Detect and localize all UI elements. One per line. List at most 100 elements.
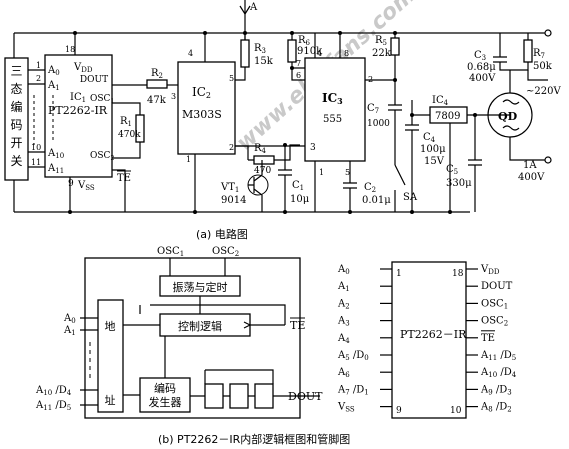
pinout-part-label: PT2262－IR bbox=[400, 328, 467, 341]
ic3-pin1-number: 1 bbox=[319, 168, 324, 177]
pinout-left-pin: VSS bbox=[337, 402, 392, 414]
ic2-pin5-number: 5 bbox=[229, 74, 234, 83]
c7-label: C7 bbox=[367, 103, 379, 115]
pinout-left-pin: A2 bbox=[337, 298, 392, 310]
svg-text:A11 /D5: A11 /D5 bbox=[480, 350, 516, 362]
svg-text:TE: TE bbox=[481, 333, 495, 344]
ic4-7809 bbox=[429, 106, 468, 124]
output-gates bbox=[190, 369, 320, 409]
junction-dots bbox=[68, 31, 477, 214]
block-address-inputs: A0 A1 A10 /D4 A11 /D5 bbox=[35, 313, 98, 412]
te-wire bbox=[112, 169, 126, 212]
c7-capacitor bbox=[388, 80, 402, 165]
ic2-pin2-number: 2 bbox=[229, 143, 234, 152]
r6-label: R6 bbox=[298, 35, 311, 47]
c4-voltage: 15V bbox=[424, 156, 445, 167]
triac-voltage: 400V bbox=[518, 172, 545, 183]
svg-text:A1: A1 bbox=[337, 281, 350, 293]
caption-a: (a) 电路图 bbox=[196, 228, 248, 241]
r5-resistor bbox=[390, 37, 400, 56]
switch-to-ic1-wires bbox=[28, 69, 45, 168]
circuit-schematic: 三 态 编 码 开 关 1 2 10 11 18 VDD A0 A1 A10 A… bbox=[4, 0, 561, 214]
svg-text:三: 三 bbox=[10, 64, 22, 78]
c4-value: 100μ bbox=[420, 144, 446, 155]
r1-value: 470k bbox=[118, 130, 141, 140]
pinout-left-pin: A3 bbox=[337, 316, 392, 328]
ic3-pin6-number: 6 bbox=[296, 71, 301, 80]
r4-resistor bbox=[253, 155, 275, 165]
ic1-te-label: TE bbox=[117, 173, 131, 184]
c1-capacitor bbox=[278, 145, 292, 212]
svg-text:A8 /D2: A8 /D2 bbox=[480, 402, 512, 414]
c3-capacitor bbox=[493, 56, 507, 63]
antenna-label: A bbox=[249, 2, 258, 13]
ic1-a0-label: A0 bbox=[47, 65, 60, 77]
pinout-pin1-number: 1 bbox=[396, 269, 402, 279]
control-logic-label: 控制逻辑 bbox=[178, 319, 222, 333]
c4-label: C4 bbox=[423, 132, 436, 144]
pinout-right-pin: A9 /D3 bbox=[466, 384, 512, 396]
svg-text:A6: A6 bbox=[337, 367, 350, 379]
c2-label: C2 bbox=[364, 182, 376, 194]
ic1-pt2262 bbox=[44, 54, 113, 178]
ic1-vdd-label: VDD bbox=[73, 62, 93, 74]
svg-text:开: 开 bbox=[10, 136, 22, 150]
qd-wave-marks bbox=[502, 99, 520, 131]
svg-text:A10 /D4: A10 /D4 bbox=[480, 367, 517, 379]
r1-resistor bbox=[135, 114, 145, 143]
r4-value: 470 bbox=[254, 166, 271, 176]
svg-text:A2: A2 bbox=[337, 298, 350, 310]
svg-text:编: 编 bbox=[10, 99, 22, 114]
r6-resistor bbox=[287, 39, 297, 63]
pinout-chip-body bbox=[391, 261, 467, 419]
r4-right-wire bbox=[274, 144, 300, 161]
ic3-pin7-number: 7 bbox=[296, 59, 301, 68]
address-top-label: 地 bbox=[105, 320, 116, 333]
encoder-switch-block bbox=[4, 57, 29, 181]
c1-label: C1 bbox=[292, 180, 304, 192]
address-bottom-label: 址 bbox=[105, 393, 116, 407]
pinout-pin18-number: 18 bbox=[452, 269, 464, 279]
ic4-label: IC4 bbox=[432, 95, 449, 107]
svg-text:DOUT: DOUT bbox=[481, 281, 513, 292]
ic3-pin3-number: 3 bbox=[310, 143, 316, 153]
sa-switch bbox=[394, 164, 406, 212]
osc-input-wires bbox=[169, 258, 226, 276]
svg-text:关: 关 bbox=[10, 154, 22, 168]
r1-wires bbox=[112, 102, 141, 159]
svg-text:码: 码 bbox=[10, 118, 22, 132]
ic3-part-number: 555 bbox=[323, 114, 342, 125]
pinout-right-pin: OSC1 bbox=[466, 298, 508, 310]
vt1-part: 9014 bbox=[221, 195, 246, 206]
r3-resistor bbox=[240, 39, 250, 68]
ic1-dout-label: DOUT bbox=[80, 75, 108, 85]
svg-text:VDD: VDD bbox=[480, 264, 500, 276]
r7-label: R7 bbox=[533, 48, 545, 60]
r2-label: R2 bbox=[151, 68, 163, 80]
ic2-m303s bbox=[177, 61, 236, 155]
c3-value: 0.68μ bbox=[467, 62, 496, 73]
qd-leads bbox=[509, 70, 548, 161]
pinout-pin10-number: 10 bbox=[450, 406, 462, 416]
ic1-a1-label: A1 bbox=[47, 80, 60, 92]
block-dout-label: DOUT bbox=[288, 390, 323, 403]
ic1-a11-label: A11 bbox=[47, 163, 64, 175]
r2-value: 47k bbox=[147, 95, 167, 106]
ic1-part-number: PT2262-IR bbox=[48, 104, 108, 117]
encoder-switch-label: 三 态 编 码 开 关 bbox=[10, 64, 22, 168]
svg-text:A11 /D5: A11 /D5 bbox=[35, 400, 71, 412]
mains-wire bbox=[527, 70, 548, 81]
vt1-label: VT1 bbox=[220, 182, 239, 194]
ic1-osc1-label: OSC1 bbox=[90, 94, 114, 105]
c7-value: 1000 bbox=[367, 119, 390, 129]
c1-value: 10μ bbox=[290, 194, 310, 205]
c5-label: C5 bbox=[446, 164, 458, 176]
svg-text:A1: A1 bbox=[63, 325, 76, 337]
pinout-right-pin: A11 /D5 bbox=[466, 350, 516, 362]
te-arrow bbox=[243, 321, 251, 329]
pinout-left-pin: A1 bbox=[337, 281, 392, 293]
ic3-555 bbox=[304, 57, 366, 162]
